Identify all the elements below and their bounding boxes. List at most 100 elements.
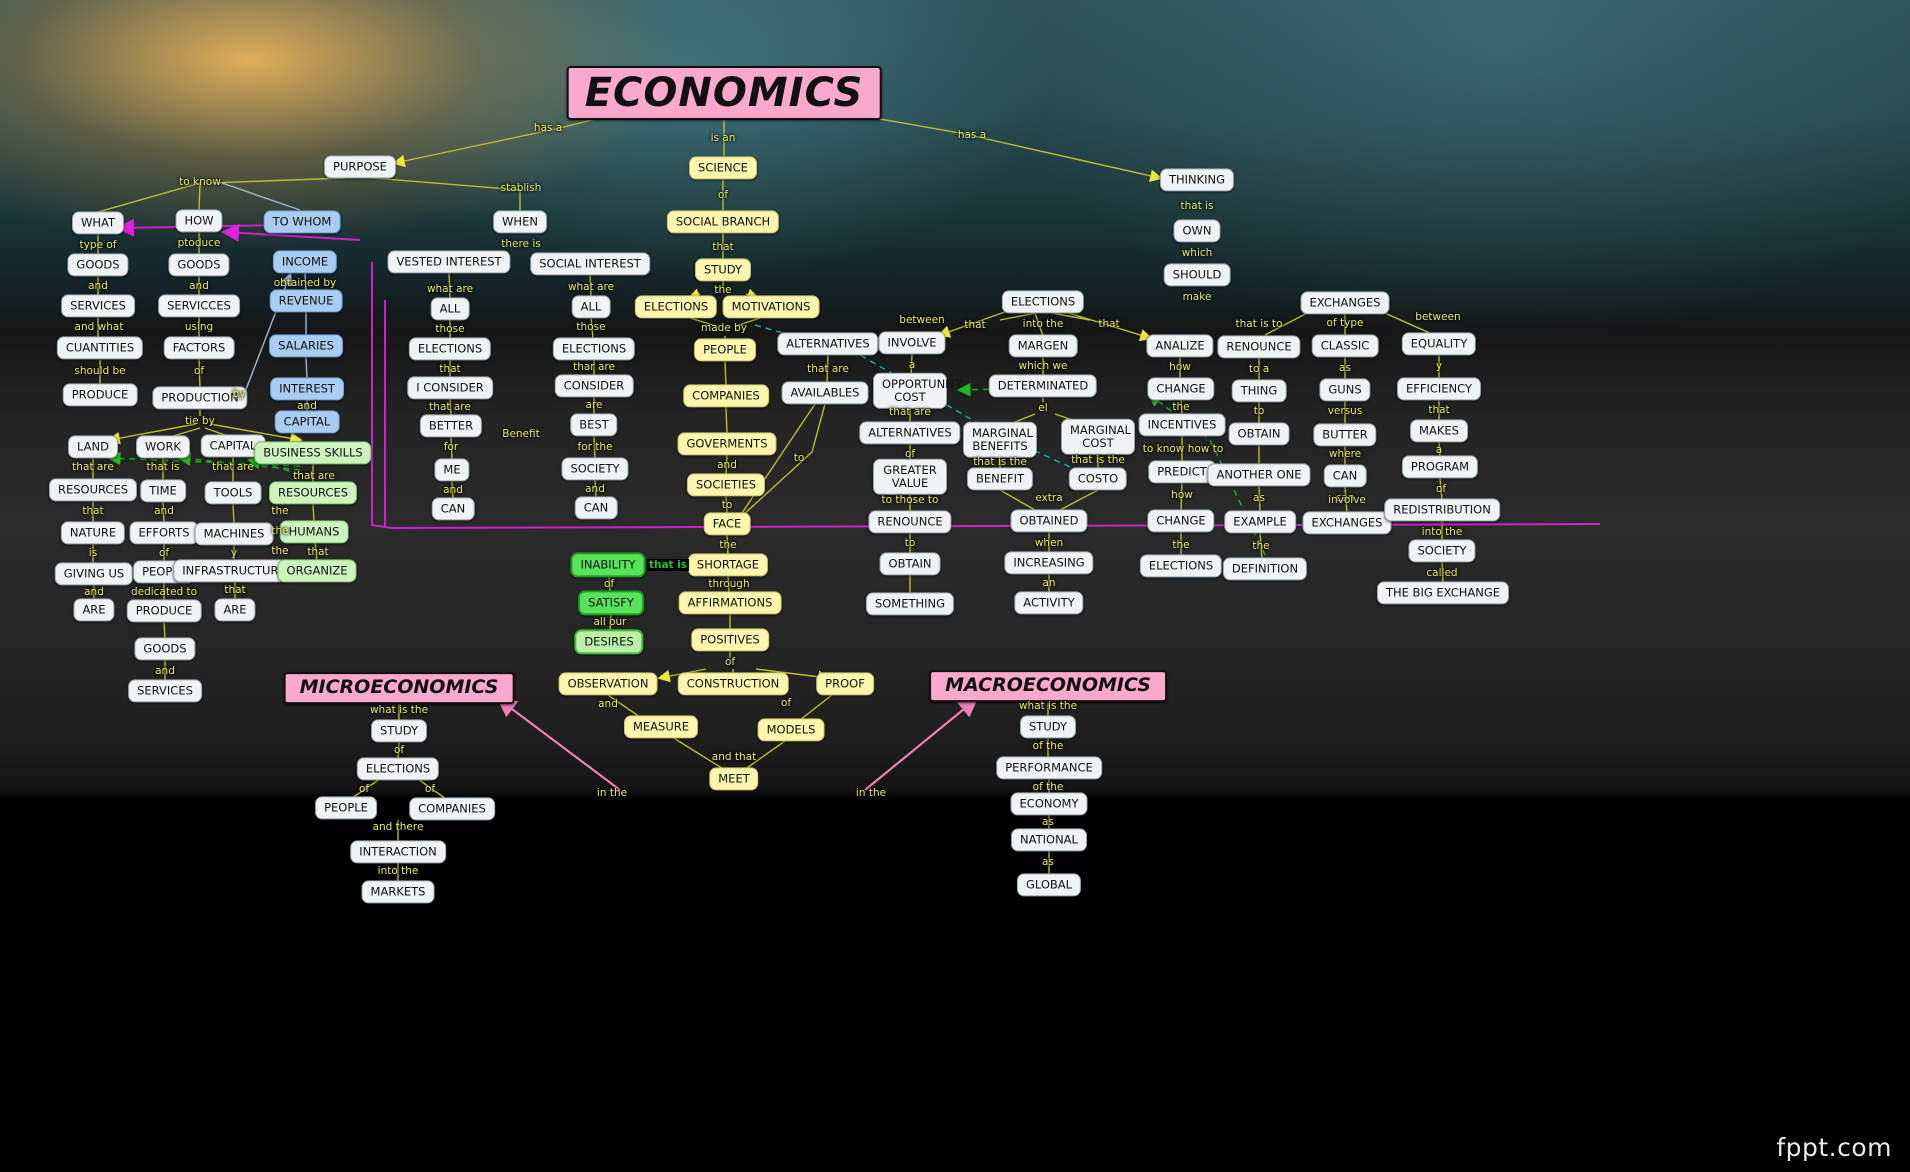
node-change2[interactable]: CHANGE bbox=[1147, 509, 1215, 533]
node-marginalben[interactable]: MARGINAL BENEFITS bbox=[963, 421, 1037, 459]
node-micro_elections[interactable]: ELECTIONS bbox=[356, 757, 440, 781]
node-marginalcost[interactable]: MARGINAL COST bbox=[1061, 418, 1135, 456]
node-organize[interactable]: ORGANIZE bbox=[277, 559, 357, 583]
node-availables[interactable]: AVAILABLES bbox=[781, 381, 869, 405]
node-obtain1[interactable]: OBTAIN bbox=[1228, 422, 1290, 446]
node-microeconomics[interactable]: MICROECONOMICS bbox=[283, 672, 515, 704]
node-elections_s[interactable]: ELECTIONS bbox=[634, 295, 718, 319]
node-motivations[interactable]: MOTIVATIONS bbox=[722, 295, 820, 319]
node-activity[interactable]: ACTIVITY bbox=[1014, 591, 1084, 615]
node-observation[interactable]: OBSERVATION bbox=[558, 672, 658, 696]
node-oppcost[interactable]: OPPORTUNITY COST bbox=[873, 372, 963, 410]
node-elections2[interactable]: ELECTIONS bbox=[552, 337, 636, 361]
node-science[interactable]: SCIENCE bbox=[689, 156, 757, 180]
node-anotherone[interactable]: ANOTHER ONE bbox=[1207, 463, 1311, 487]
node-better[interactable]: BETTER bbox=[419, 414, 483, 438]
node-resources1[interactable]: RESOURCES bbox=[48, 478, 138, 502]
node-measure[interactable]: MEASURE bbox=[623, 715, 699, 739]
node-redistribution[interactable]: REDISTRIBUTION bbox=[1384, 498, 1500, 522]
node-macroeconomics[interactable]: MACROECONOMICS bbox=[929, 670, 1167, 702]
node-macro_study[interactable]: STUDY bbox=[1020, 715, 1076, 739]
node-salaries[interactable]: SALARIES bbox=[269, 334, 343, 358]
node-consider[interactable]: CONSIDER bbox=[554, 374, 634, 398]
node-nature[interactable]: NATURE bbox=[60, 521, 126, 545]
node-work[interactable]: WORK bbox=[136, 435, 190, 459]
node-socialbranch[interactable]: SOCIAL BRANCH bbox=[666, 210, 780, 234]
node-can2[interactable]: CAN bbox=[574, 496, 618, 520]
node-revenue[interactable]: REVENUE bbox=[269, 289, 343, 313]
node-efforts[interactable]: EFFORTS bbox=[129, 521, 199, 545]
node-humans[interactable]: HUMANS bbox=[279, 520, 349, 544]
node-own[interactable]: OWN bbox=[1173, 219, 1221, 243]
node-classic[interactable]: CLASSIC bbox=[1311, 334, 1379, 358]
node-equality[interactable]: EQUALITY bbox=[1401, 332, 1477, 356]
node-micro_companies[interactable]: COMPANIES bbox=[409, 797, 495, 821]
node-interest[interactable]: INTEREST bbox=[270, 377, 344, 401]
node-change1[interactable]: CHANGE bbox=[1147, 377, 1215, 401]
node-example[interactable]: EXAMPLE bbox=[1224, 510, 1296, 534]
node-makes[interactable]: MAKES bbox=[1410, 419, 1468, 443]
node-elections1[interactable]: ELECTIONS bbox=[408, 337, 492, 361]
node-satisfy[interactable]: SATISFY bbox=[578, 590, 644, 616]
node-cuantities[interactable]: CUANTITIES bbox=[56, 336, 144, 360]
node-services1[interactable]: SERVICES bbox=[61, 294, 135, 318]
node-goods2[interactable]: GOODS bbox=[168, 253, 230, 277]
node-resources2[interactable]: RESOURCES bbox=[268, 481, 358, 505]
node-greatervalue[interactable]: GREATER VALUE bbox=[873, 458, 947, 496]
node-all1[interactable]: ALL bbox=[430, 297, 470, 321]
node-time[interactable]: TIME bbox=[140, 479, 186, 503]
node-iconsider[interactable]: I CONSIDER bbox=[407, 376, 493, 400]
node-what[interactable]: WHAT bbox=[71, 211, 125, 235]
node-goods1[interactable]: GOODS bbox=[67, 253, 129, 277]
node-interaction[interactable]: INTERACTION bbox=[350, 840, 446, 864]
node-definition[interactable]: DEFINITION bbox=[1222, 557, 1308, 581]
node-renounce2[interactable]: RENOUNCE bbox=[868, 510, 952, 534]
node-meet[interactable]: MEET bbox=[709, 767, 759, 791]
node-land[interactable]: LAND bbox=[68, 435, 118, 459]
node-are1[interactable]: ARE bbox=[73, 598, 115, 622]
node-micro_study[interactable]: STUDY bbox=[371, 719, 427, 743]
node-costo[interactable]: COSTO bbox=[1068, 467, 1128, 491]
node-services2[interactable]: SERVICES bbox=[128, 679, 202, 703]
node-elections_r[interactable]: ELECTIONS bbox=[1001, 290, 1085, 314]
node-markets[interactable]: MARKETS bbox=[361, 880, 435, 904]
node-goods3[interactable]: GOODS bbox=[134, 637, 196, 661]
node-are2[interactable]: ARE bbox=[214, 598, 256, 622]
node-capital[interactable]: CAPITAL bbox=[200, 434, 266, 458]
node-efficiency[interactable]: EFFICIENCY bbox=[1396, 377, 1482, 401]
node-shortage[interactable]: SHORTAGE bbox=[687, 553, 769, 577]
node-obtain2[interactable]: OBTAIN bbox=[879, 552, 941, 576]
node-construction[interactable]: CONSTRUCTION bbox=[677, 672, 789, 696]
node-desires[interactable]: DESIRES bbox=[574, 629, 644, 655]
node-society[interactable]: SOCIETY bbox=[561, 457, 629, 481]
node-when[interactable]: WHEN bbox=[493, 210, 547, 234]
node-all2[interactable]: ALL bbox=[571, 295, 611, 319]
node-purpose[interactable]: PURPOSE bbox=[324, 155, 396, 179]
node-alternatives2[interactable]: ALTERNATIVES bbox=[859, 421, 961, 445]
node-produce2[interactable]: PRODUCE bbox=[126, 599, 202, 623]
node-margen[interactable]: MARGEN bbox=[1008, 334, 1078, 358]
node-tools[interactable]: TOOLS bbox=[204, 481, 262, 505]
node-determinated[interactable]: DETERMINATED bbox=[988, 374, 1098, 398]
node-thing[interactable]: THING bbox=[1231, 379, 1287, 403]
node-capital_b[interactable]: CAPITAL bbox=[274, 410, 340, 434]
node-societies[interactable]: SOCIETIES bbox=[686, 473, 766, 497]
node-micro_people[interactable]: PEOPLE bbox=[315, 796, 377, 820]
node-best[interactable]: BEST bbox=[570, 413, 618, 437]
node-program[interactable]: PROGRAM bbox=[1401, 455, 1479, 479]
node-should[interactable]: SHOULD bbox=[1163, 263, 1231, 287]
node-incentives[interactable]: INCENTIVES bbox=[1138, 413, 1226, 437]
node-me[interactable]: ME bbox=[434, 458, 470, 482]
node-increasing[interactable]: INCREASING bbox=[1004, 551, 1094, 575]
node-global[interactable]: GLOBAL bbox=[1016, 873, 1082, 897]
node-benefit[interactable]: BENEFIT bbox=[966, 467, 1034, 491]
node-exchanges[interactable]: EXCHANGES bbox=[1300, 291, 1390, 315]
node-elections_bot[interactable]: ELECTIONS bbox=[1139, 554, 1223, 578]
node-factors[interactable]: FACTORS bbox=[163, 336, 235, 360]
node-givingus[interactable]: GIVING US bbox=[54, 562, 134, 586]
node-economics[interactable]: ECONOMICS bbox=[566, 66, 882, 120]
node-bigexchange[interactable]: THE BIG EXCHANGE bbox=[1376, 581, 1510, 605]
node-obtained[interactable]: OBTAINED bbox=[1010, 509, 1088, 533]
node-infrastructure[interactable]: INFRASTRUCTURE bbox=[173, 559, 295, 583]
node-goverments[interactable]: GOVERMENTS bbox=[677, 432, 777, 456]
